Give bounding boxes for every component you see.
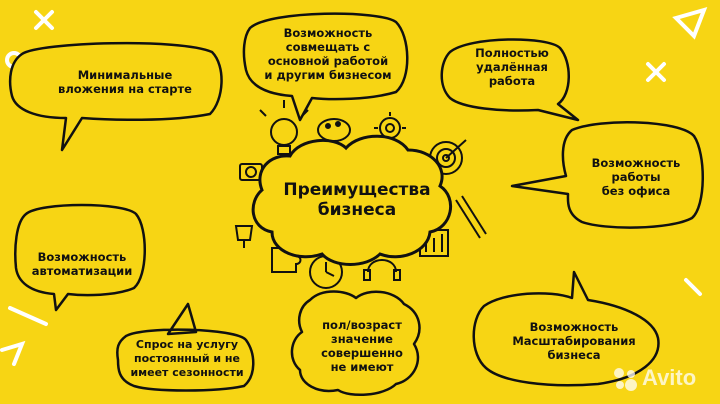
bubble-line: Возможность bbox=[37, 250, 127, 264]
bubble-line: совершенно bbox=[321, 346, 403, 360]
speech-bubble-automation bbox=[14, 203, 146, 312]
bubble-line: Полностью bbox=[475, 46, 549, 60]
bulb-icon bbox=[259, 100, 309, 155]
speech-bubble-remote-work bbox=[440, 38, 580, 122]
bubble-text-min-investment: Минимальные вложения на старте bbox=[40, 68, 210, 96]
bubble-text-scaling: Возможность Масштабирования бизнеса bbox=[494, 320, 654, 362]
bubble-line: вложения на старте bbox=[58, 82, 192, 96]
center-title: Преимущества бизнеса bbox=[262, 180, 452, 220]
bubble-line: без офиса bbox=[601, 184, 671, 198]
speech-bubble-min-investment bbox=[8, 41, 223, 152]
bubble-line: и другим бизнесом bbox=[264, 68, 392, 82]
speech-bubble-scaling bbox=[472, 270, 660, 387]
bubble-text-demand: Спрос на услугу постоянный и не имеет се… bbox=[120, 338, 254, 380]
trophy-icon bbox=[234, 225, 254, 248]
bubble-text-combine-work: Возможность совмещать с основной работой… bbox=[252, 26, 404, 82]
bubble-line: автоматизации bbox=[31, 264, 133, 278]
bubble-line: основной работой bbox=[267, 54, 389, 68]
decor-triangle-icon bbox=[0, 340, 26, 366]
center-title-line: бизнеса bbox=[317, 200, 397, 220]
bubble-line: не имеют bbox=[330, 360, 394, 374]
bubble-text-remote-work: Полностью удалённая работа bbox=[456, 46, 568, 88]
pencil-icon bbox=[455, 195, 487, 239]
speech-bubble-no-office bbox=[510, 121, 704, 229]
bubble-line: Возможность bbox=[591, 156, 681, 170]
bubble-line: Возможность bbox=[529, 320, 619, 334]
bubble-line: совмещать с bbox=[285, 40, 371, 54]
palette-icon bbox=[317, 118, 351, 142]
bubble-text-automation: Возможность автоматизации bbox=[20, 250, 144, 278]
center-title-line: Преимущества bbox=[283, 180, 431, 200]
decor-line-icon bbox=[8, 306, 48, 326]
bubble-text-age-gender: пол/возраст значение совершенно не имеют bbox=[304, 318, 420, 374]
decor-triangle-icon bbox=[672, 6, 708, 40]
avito-logo-icon bbox=[614, 368, 637, 391]
decor-cross-icon bbox=[684, 278, 702, 296]
speech-bubble-demand bbox=[116, 302, 255, 392]
bubble-line: имеет сезонности bbox=[130, 366, 244, 379]
center-cloud bbox=[251, 134, 452, 266]
bubble-line: удалённая bbox=[476, 60, 548, 74]
bubble-text-no-office: Возможность работы без офиса bbox=[574, 156, 698, 198]
bubble-line: работа bbox=[488, 74, 536, 88]
bubble-line: Масштабирования bbox=[512, 334, 636, 348]
bubble-line: Возможность bbox=[283, 26, 373, 40]
watermark-text: Avito bbox=[642, 365, 697, 390]
avito-watermark: Avito bbox=[612, 362, 716, 394]
bubble-line: Спрос на услугу bbox=[135, 338, 239, 351]
bubble-line: постоянный и не bbox=[134, 352, 240, 365]
bubble-line: Минимальные bbox=[77, 68, 173, 82]
speech-bubble-combine-work bbox=[242, 12, 409, 122]
bubble-line: бизнеса bbox=[547, 348, 601, 362]
bubble-line: значение bbox=[331, 332, 393, 346]
bubble-line: работы bbox=[611, 170, 661, 184]
bubble-line: пол/возраст bbox=[322, 318, 402, 332]
speech-bubble-age-gender bbox=[290, 290, 421, 396]
headphones-icon bbox=[363, 259, 401, 281]
